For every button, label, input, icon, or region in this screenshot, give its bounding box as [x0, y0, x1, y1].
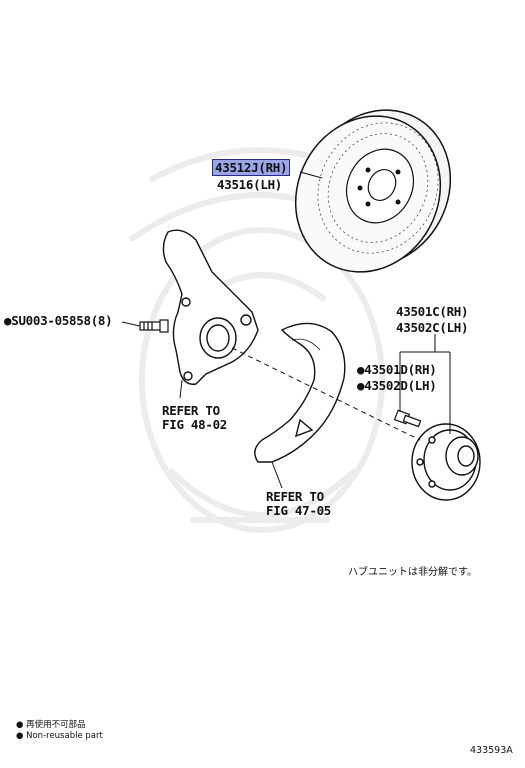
- hub-bolt-lh-label[interactable]: ●43502D(LH): [357, 378, 437, 393]
- hub-unit[interactable]: [411, 423, 481, 501]
- rotor-lh-label[interactable]: 43516(LH): [217, 177, 283, 192]
- refer-fig-47-05-line1[interactable]: REFER TO: [266, 489, 324, 504]
- hub-rh-label[interactable]: 43501C(RH): [396, 304, 469, 319]
- shield-refer-leader: [271, 461, 283, 489]
- legend-japanese: ● 再使用不可部品: [16, 720, 86, 730]
- knuckle-refer-leader: [179, 379, 183, 399]
- figure-id: 433593A: [470, 745, 513, 756]
- bolt-leader: [121, 321, 141, 327]
- rotor-leader: [299, 171, 323, 179]
- knuckle-bolt[interactable]: [139, 319, 169, 333]
- dust-shield[interactable]: [254, 322, 346, 463]
- steering-knuckle[interactable]: [162, 229, 259, 385]
- assembly-axis: [231, 347, 421, 441]
- brake-rotor[interactable]: [269, 85, 478, 298]
- hub-bolt[interactable]: [393, 409, 422, 428]
- hub-lh-label[interactable]: 43502C(LH): [396, 320, 469, 335]
- hub-bolt-rh-label[interactable]: ●43501D(RH): [357, 362, 437, 377]
- hub-bracket: [399, 334, 451, 434]
- bolt-label[interactable]: ●SU003-05858(8): [4, 313, 113, 328]
- hub-note-japanese: ハブユニットは非分解です。: [348, 567, 477, 578]
- refer-fig-48-02-line1[interactable]: REFER TO: [162, 403, 220, 418]
- refer-fig-47-05-line2[interactable]: FIG 47-05: [266, 503, 332, 518]
- refer-fig-48-02-line2[interactable]: FIG 48-02: [162, 417, 228, 432]
- legend-english: ● Non-reusable part: [16, 731, 103, 741]
- rotor-rh-label[interactable]: 43512J(RH): [212, 159, 291, 176]
